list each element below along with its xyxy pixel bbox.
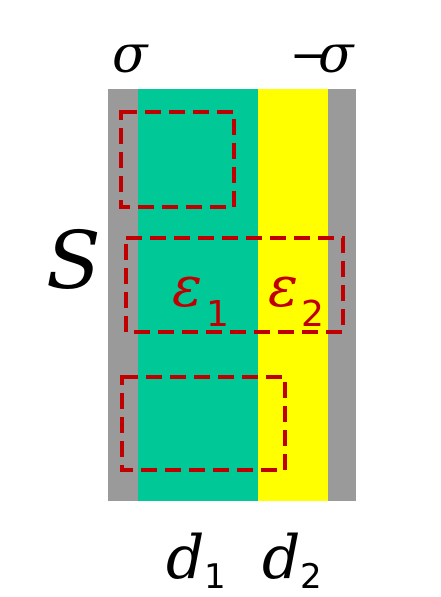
sigma-left-label: σ bbox=[112, 25, 149, 85]
dielectric-1 bbox=[138, 89, 258, 501]
area-label: S bbox=[46, 214, 101, 307]
d2-symbol: d bbox=[262, 523, 300, 593]
left-plate bbox=[108, 89, 138, 501]
epsilon-1-subscript: 1 bbox=[206, 294, 229, 335]
gaussian-surface-bottom bbox=[120, 375, 287, 472]
d1-subscript: 1 bbox=[204, 557, 226, 597]
epsilon-2-symbol: ε bbox=[268, 255, 298, 320]
sigma-right-sign: − bbox=[290, 30, 327, 81]
sigma-right-label: σ bbox=[318, 25, 355, 85]
epsilon-2-subscript: 2 bbox=[301, 294, 324, 335]
d1-symbol: d bbox=[166, 523, 204, 593]
dielectric-2 bbox=[258, 89, 328, 501]
gaussian-surface-top bbox=[119, 110, 236, 209]
epsilon-1-symbol: ε bbox=[172, 255, 202, 320]
d2-subscript: 2 bbox=[300, 557, 322, 597]
gaussian-surface-middle bbox=[124, 236, 345, 334]
